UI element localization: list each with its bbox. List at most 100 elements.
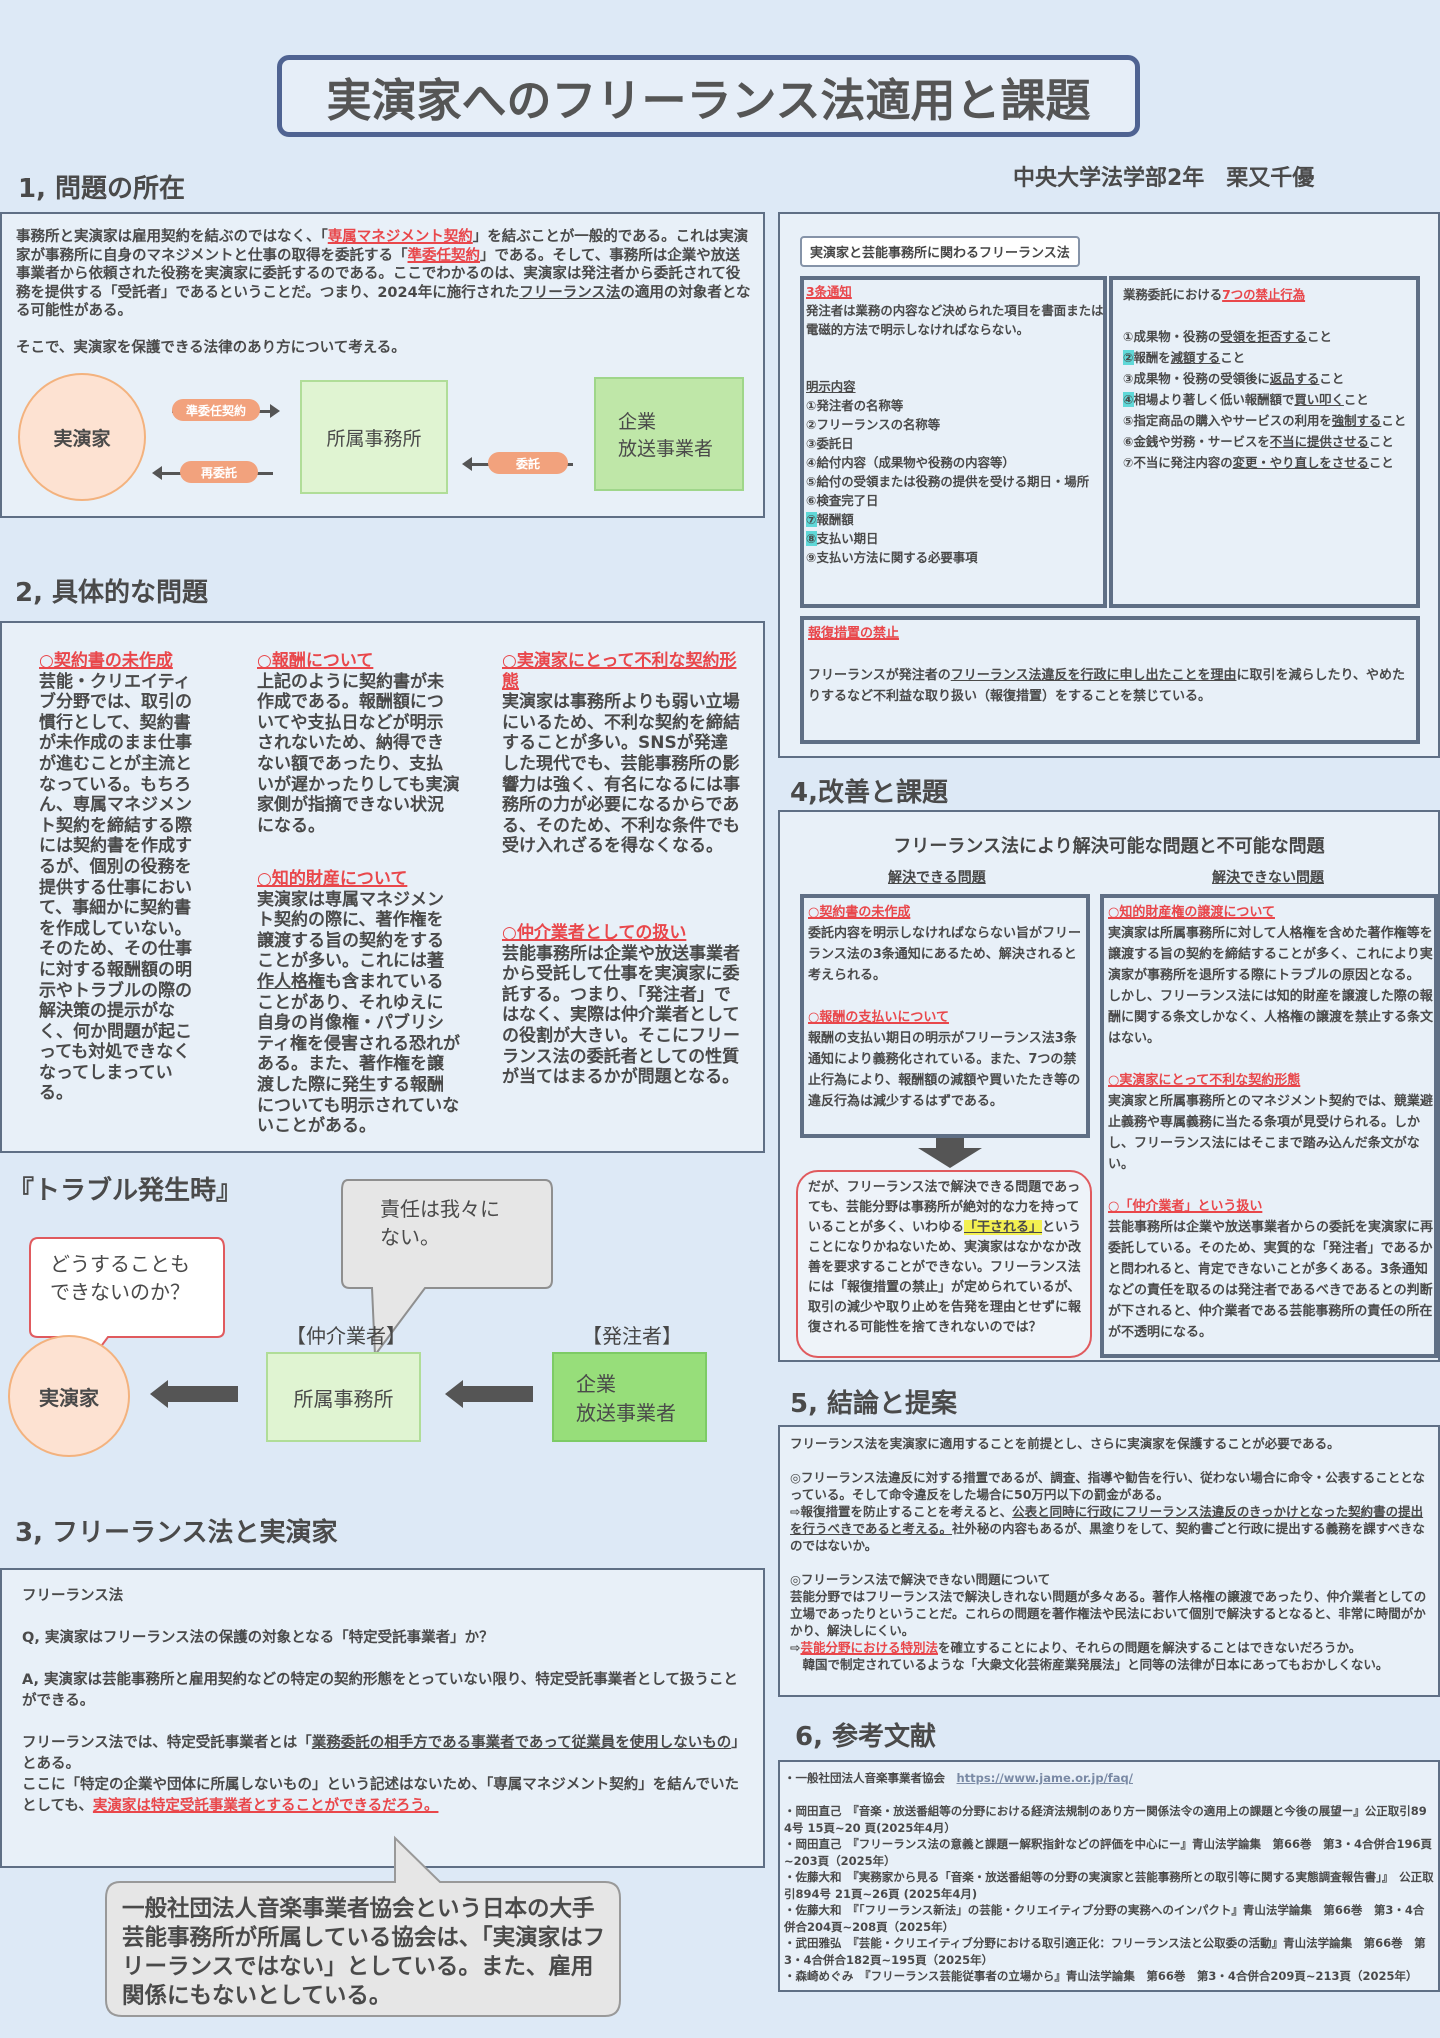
text-segment: ○実演家にとって不利な契約形態 [1108, 1073, 1301, 1088]
text-segment: 減額する [1170, 350, 1221, 365]
text-segment: 不当に提供させる [1269, 434, 1369, 449]
text-segment: 実演家は特定受託事業者とすることができるだろう。 [92, 1798, 439, 1814]
arrowhead-icon [462, 457, 472, 471]
text-segment: ⑧ [806, 531, 817, 546]
text-segment: ② [1123, 350, 1134, 365]
text-segment: こと ⑦不当に発注内容の [1123, 434, 1394, 470]
text-segment: 実演家は所属事務所に対して人格権を含めた著作権等を譲渡する旨の契約を締結すること… [1108, 926, 1434, 1046]
text-segment: 専属マネジメント契約 [327, 229, 473, 245]
text-segment: ①発注者の名称等 ②フリーランスの名称等 ③委託日 ④給付内容（成果物や役務の内… [806, 398, 1090, 508]
trouble-heading: 『トラブル発生時』 [8, 1176, 243, 1206]
text-segment: だが、フリーランス法で解決できる問題であっても、芸能分野は事務所が絶対的な力を持… [808, 1180, 1081, 1235]
commission-label: 委託 [488, 452, 568, 474]
notice-box: 3条通知 発注者は業務の内容など決められた項目を書面または電磁的方法で明示しなけ… [800, 276, 1107, 608]
text-segment: 実演家と所属事務所とのマネジメント契約では、競業避止義務や専属義務に当たる条項が… [1108, 1094, 1433, 1172]
article3-notice: 3条通知 発注者は業務の内容など決められた項目を書面または電磁的方法で明示しなけ… [806, 282, 1105, 567]
section-3-heading: 3, フリーランス法と実演家 [15, 1518, 338, 1548]
text-segment: こと [1368, 455, 1394, 470]
performer-node: 実演家 [18, 373, 146, 501]
text-segment: ということになりかねないため、実演家はなかなか改善を要求することができない。フリ… [808, 1220, 1082, 1335]
section-6-box: ・一般社団法人音楽事業者協会 https://www.jame.or.jp/fa… [778, 1760, 1440, 1992]
arrow-left-icon [445, 1380, 463, 1408]
text-segment: ○実演家にとって不利な契約形態 [502, 651, 737, 692]
text-segment: 報酬の支払い期日の明示がフリーランス法3条通知により義務化されている。また、7つ… [808, 1031, 1081, 1109]
text-segment: 報酬額 [816, 512, 854, 527]
prohibited-box: 業務委託における7つの禁止行為 ①成果物・役務の受領を拒否すること ②報酬を減額… [1109, 276, 1420, 608]
quasi-mandate-label: 準委任契約 [172, 399, 260, 421]
text-segment: も含まれていることがあり、それゆえに自身の肖像権・パブリシティ権を侵害される恐れ… [257, 971, 460, 1137]
solvable-text: ○契約書の未作成 委託内容を明示しなければならない旨がフリーランス法の3条通知に… [808, 902, 1083, 1112]
law-tag: 実演家と芸能事務所に関わるフリーランス法 [800, 236, 1080, 267]
text-segment: こと ⑥金銭や労務・サービスを [1123, 413, 1407, 449]
text-segment: ○契約書の未作成 [39, 651, 173, 671]
text-segment: 事務所と実演家は雇用契約を結ぶのではなく、「 [16, 229, 328, 245]
text-segment: を確立することにより、それらの問題を解決することはできないだろうか。 韓国で制定… [802, 1640, 1389, 1672]
text-segment: こと [1306, 329, 1332, 344]
law-overview-box: 実演家と芸能事務所に関わるフリーランス法 3条通知 発注者は業務の内容など決めら… [778, 212, 1440, 758]
callout-bubble [105, 1835, 621, 2017]
text-segment: 実演家は事務所よりも弱い立場にいるため、不利な契約を締結することが多い。SNSが… [502, 692, 740, 857]
text-segment: 芸能事務所は企業や放送事業者から受託して仕事を実演家に委託する。つまり、「発注者… [502, 943, 740, 1088]
problem-unfair-contract: ○実演家にとって不利な契約形態 実演家は事務所よりも弱い立場にいるため、不利な契… [502, 651, 742, 857]
arrow-left-icon [150, 1380, 168, 1408]
text-segment: フリーランス法を実演家に適用することを前提とし、さらに実演家を保護することが必要… [790, 1436, 1425, 1519]
unsolvable-box: ○知的財産権の譲渡について 実演家は所属事務所に対して人格権を含めた著作権等を譲… [1100, 894, 1438, 1358]
text-segment: 発注者は業務の内容など決められた項目を書面または電磁的方法で明示しなければならな… [806, 303, 1104, 337]
text-segment: 実演家は専属マネジメント契約の際に、著作権を譲渡する旨の契約をすることが多い。こ… [257, 889, 444, 972]
client-node: 企業 放送事業者 [594, 377, 744, 491]
problem-contract-missing: ○契約書の未作成 芸能・クリエイティブ分野では、取引の慣行として、契約書が未作成… [39, 651, 204, 1104]
text-segment: 報酬を [1133, 350, 1171, 365]
section-3-box: フリーランス法 Q, 実演家はフリーランス法の保護の対象となる「特定受託事業者」… [0, 1568, 765, 1868]
text-segment: 委託内容を明示しなければならない旨がフリーランス法の3条通知にあるため、解決され… [808, 926, 1082, 983]
solvable-box: ○契約書の未作成 委託内容を明示しなければならない旨がフリーランス法の3条通知に… [800, 894, 1090, 1138]
section-4-title: フリーランス法により解決可能な問題と不可能な問題 [893, 836, 1325, 857]
section-2-box: ○契約書の未作成 芸能・クリエイティブ分野では、取引の慣行として、契約書が未作成… [0, 621, 765, 1153]
text-segment: 3条通知 [806, 284, 852, 299]
agency-speech-bubble [341, 1179, 553, 1358]
section-1-box: 事務所と実演家は雇用契約を結ぶのではなく、「専属マネジメント契約」を結ぶことが一… [0, 212, 765, 518]
performer-node: 実演家 [8, 1335, 130, 1457]
orderer-label: 【発注者】 [582, 1324, 682, 1348]
author: 中央大学法学部2年 栗又千優 [1013, 166, 1315, 191]
text-segment: 芸能事務所は企業や放送事業者からの委託を実演家に再委託している。そのため、実質的… [1108, 1220, 1434, 1340]
text-segment: フリーランス法違反を行政に申し出たことを理由 [950, 668, 1237, 683]
arrow-shaft [166, 1386, 238, 1402]
unsolvable-text: ○知的財産権の譲渡について 実演家は所属事務所に対して人格権を含めた著作権等を譲… [1108, 902, 1433, 1343]
text-segment: 返品する [1269, 371, 1320, 386]
intermediary-label: 【仲介業者】 [286, 1324, 406, 1348]
section-2-heading: 2, 具体的な問題 [15, 578, 209, 608]
retaliation-prohibition: 報復措置の禁止 フリーランスが発注者のフリーランス法違反を行政に申し出たことを理… [808, 623, 1408, 707]
text-segment: ⑦ [806, 512, 817, 527]
reference-link[interactable]: https://www.jame.or.jp/faq/ [956, 1771, 1134, 1785]
section-5-box: フリーランス法を実演家に適用することを前提とし、さらに実演家を保護することが必要… [778, 1425, 1440, 1697]
text-segment: ○報酬について [257, 651, 374, 671]
section-5-heading: 5, 結論と提案 [790, 1389, 958, 1419]
client-node: 企業 放送事業者 [552, 1352, 707, 1442]
agency-node: 所属事務所 [266, 1352, 421, 1442]
text-segment: ○知的財産権の譲渡について [1108, 905, 1275, 920]
unsolvable-label: 解決できない問題 [1212, 870, 1324, 886]
arrowhead-icon [270, 404, 280, 418]
text-segment: こと ③成果物・役務の受領後に [1123, 350, 1270, 386]
text-segment: 」を結ぶことが一般的である。これは実演家が事務所に自身のマネジメントと仕事の取得… [16, 229, 749, 264]
seven-prohibited-acts: 業務委託における7つの禁止行為 ①成果物・役務の受領を拒否すること ②報酬を減額… [1123, 284, 1418, 473]
text-segment: ④ [1123, 392, 1134, 407]
text-segment: 報復措置の禁止 [808, 626, 900, 641]
text-segment: 社外秘の内容もあるが、黒塗りをして、契約書ごと行政に提出する義務を課すべきなので… [790, 1521, 1427, 1655]
however-text: だが、フリーランス法で解決できる問題であっても、芸能分野は事務所が絶対的な力を持… [808, 1178, 1082, 1338]
text-segment: 業務委託の相手方である事業者であって従業員を使用しないもの [311, 1735, 732, 1751]
problem-remuneration: ○報酬について 上記のように契約書が未作成である。報酬額についてや支払日などが明… [257, 651, 460, 836]
text-segment: 「干される」 [964, 1220, 1043, 1235]
section-4-box: フリーランス法により解決可能な問題と不可能な問題 解決できる問題 解決できない問… [778, 810, 1440, 1362]
section-5-text: フリーランス法を実演家に適用することを前提とし、さらに実演家を保護することが必要… [790, 1435, 1432, 1673]
problem-intermediary: ○仲介業者としての扱い 芸能事務所は企業や放送事業者から受託して仕事を実演家に委… [502, 923, 742, 1088]
resubcontract-label: 再委託 [180, 461, 258, 483]
text-segment: 上記のように契約書が未作成である。報酬額についてや支払日などが明示されないため、… [257, 671, 460, 836]
text-segment: 準委任契約 [407, 247, 481, 264]
text-segment: 」である。そして、事務所は企業や放送事業者から依頼された役務を実演家に委託するの… [16, 247, 741, 301]
text-segment: 明示内容 [806, 379, 856, 394]
section-6-heading: 6, 参考文献 [795, 1722, 937, 1752]
text-segment: 相場より著しく低い報酬額で [1133, 392, 1295, 407]
section-4-heading: 4,改善と課題 [790, 778, 948, 808]
section-1-text: 事務所と実演家は雇用契約を結ぶのではなく、「専属マネジメント契約」を結ぶことが一… [16, 228, 751, 358]
